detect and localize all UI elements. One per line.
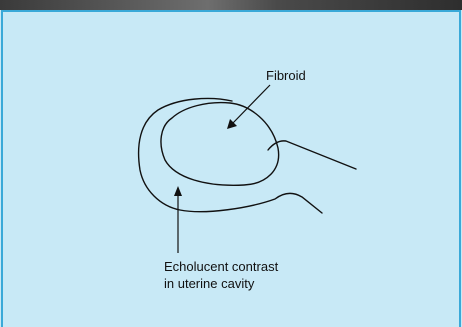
fibroid-outline xyxy=(161,103,279,186)
uterine-cavity-outline xyxy=(139,98,322,213)
echolucent-contrast-label: Echolucent contrast in uterine cavity xyxy=(164,258,278,292)
echolucent-label-line2: in uterine cavity xyxy=(164,276,254,291)
fibroid-label: Fibroid xyxy=(266,67,306,84)
fibroid-stalk-line xyxy=(268,141,356,169)
echolucent-label-line1: Echolucent contrast xyxy=(164,259,278,274)
echolucent-arrowhead xyxy=(174,186,182,196)
